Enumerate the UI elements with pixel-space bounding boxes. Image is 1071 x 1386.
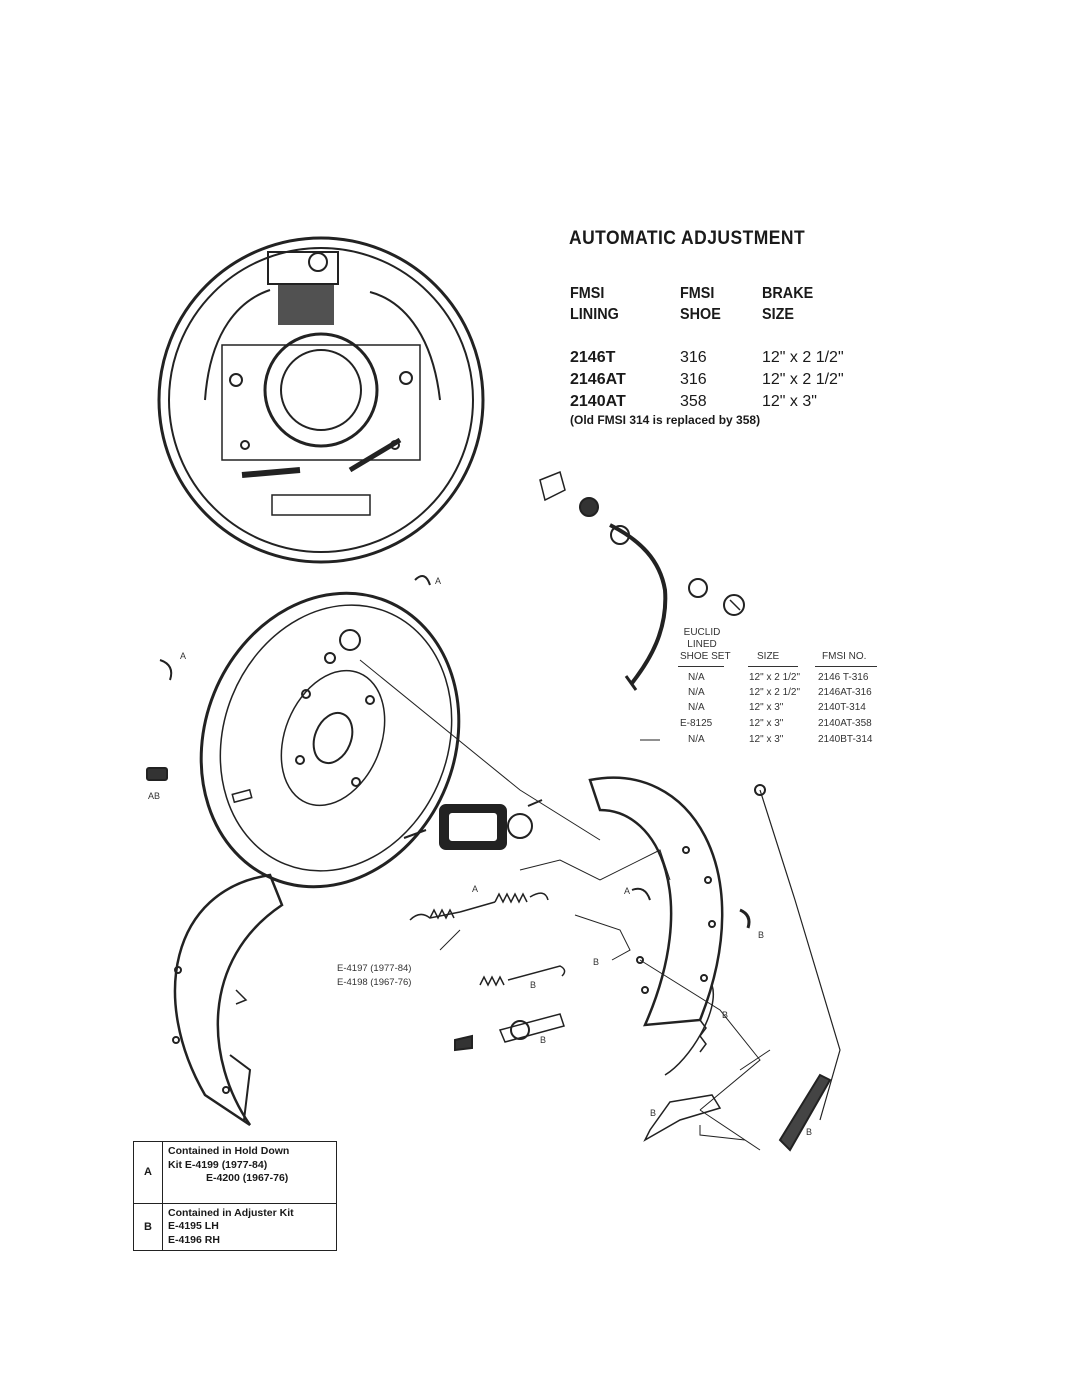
spec-row-lining: 2140AT (570, 393, 626, 410)
callout-b: B (806, 1127, 813, 1137)
legend-line: Contained in Hold Down (168, 1145, 290, 1157)
callout-b: B (530, 980, 537, 990)
spec-row-lining: 2146T (570, 349, 616, 366)
parking-brake-lever (609, 523, 668, 691)
callout-a: A (472, 884, 479, 894)
adjuster-lever (643, 908, 751, 1142)
assembled-brake-view (157, 236, 485, 564)
shoe-table-cell: 12" x 2 1/2" (749, 687, 801, 698)
shoe-table-cell: 12" x 2 1/2" (749, 672, 801, 683)
legend-row-a: A Contained in Hold Down Kit E-4199 (197… (134, 1142, 336, 1203)
shoe-table-cell: 2140AT-358 (818, 718, 872, 729)
legend-line: E-4195 LH (168, 1220, 219, 1232)
shoe-table-cell: 12" x 3" (749, 718, 784, 729)
spec-row-shoe: 358 (680, 393, 707, 410)
legend-row-b: B Contained in Adjuster Kit E-4195 LH E-… (134, 1202, 336, 1250)
shoe-table-rule (678, 666, 724, 667)
shoe-table-rule (748, 666, 798, 667)
spec-note: (Old FMSI 314 is replaced by 358) (570, 413, 761, 427)
spec-row-shoe: 316 (680, 349, 707, 366)
shoe-table-cell: N/A (688, 687, 705, 698)
legend-line: E-4196 RH (168, 1233, 220, 1246)
callout-b: B (722, 1010, 729, 1020)
brake-shoe-left (172, 873, 284, 1127)
spring-kit-label: E-4198 (1967-76) (337, 977, 412, 988)
legend-line: Contained in Adjuster Kit (168, 1206, 294, 1219)
spec-row-shoe: 316 (680, 371, 707, 388)
shoe-table-cell: N/A (688, 672, 705, 683)
shoe-table-cell: 12" x 3" (749, 702, 784, 713)
wheel-cylinder (403, 799, 543, 850)
callout-b: B (593, 957, 600, 967)
callout-b: B (540, 1035, 547, 1045)
shoe-table-cell: N/A (688, 702, 705, 713)
shoe-table-header-fmsi: FMSI NO. (822, 651, 867, 662)
legend-key: A (134, 1142, 163, 1203)
callout-a: A (180, 651, 187, 661)
legend-line: Kit E-4199 (1977-84) (168, 1158, 268, 1171)
shoe-table-rule (815, 666, 877, 667)
shoe-table-cell: 12" x 3" (749, 734, 784, 745)
shoe-table-cell: N/A (688, 734, 705, 745)
callout-b: B (758, 930, 765, 940)
page-title: AUTOMATIC ADJUSTMENT (569, 228, 806, 249)
callout-ab: AB (148, 791, 161, 801)
callout-a: A (435, 576, 442, 586)
shoe-table-cell: 2140BT-314 (818, 734, 873, 745)
spring-kit-label: E-4197 (1977-84) (337, 963, 412, 974)
spec-row-size: 12" x 2 1/2" (762, 371, 844, 388)
kit-legend: A Contained in Hold Down Kit E-4199 (197… (133, 1141, 337, 1251)
callout-a: A (624, 886, 631, 896)
brake-shoe-right (588, 776, 724, 1027)
spec-row-size: 12" x 2 1/2" (762, 349, 844, 366)
shoe-table-header-size: SIZE (757, 651, 780, 662)
shoe-table-cell: 2140T-314 (818, 702, 866, 713)
springs (409, 892, 715, 1076)
assembly-leader-lines (359, 659, 771, 1151)
shoe-table-cell: 2146 T-316 (818, 672, 869, 683)
spec-row-lining: 2146AT (570, 371, 626, 388)
legend-key: B (134, 1203, 163, 1250)
backing-plate (199, 591, 461, 889)
legend-line: E-4200 (1967-76) (206, 1172, 289, 1184)
shoe-table-cell: 2146AT-316 (818, 687, 872, 698)
shoe-table-cell: E-8125 (680, 718, 713, 729)
spec-row-size: 12" x 3" (762, 393, 817, 410)
callout-b: B (650, 1108, 657, 1118)
parking-brake-cable (754, 784, 841, 1152)
small-hardware (146, 470, 745, 781)
shoe-table-header-shoe-set: EUCLID LINED SHOE SET (680, 627, 731, 662)
